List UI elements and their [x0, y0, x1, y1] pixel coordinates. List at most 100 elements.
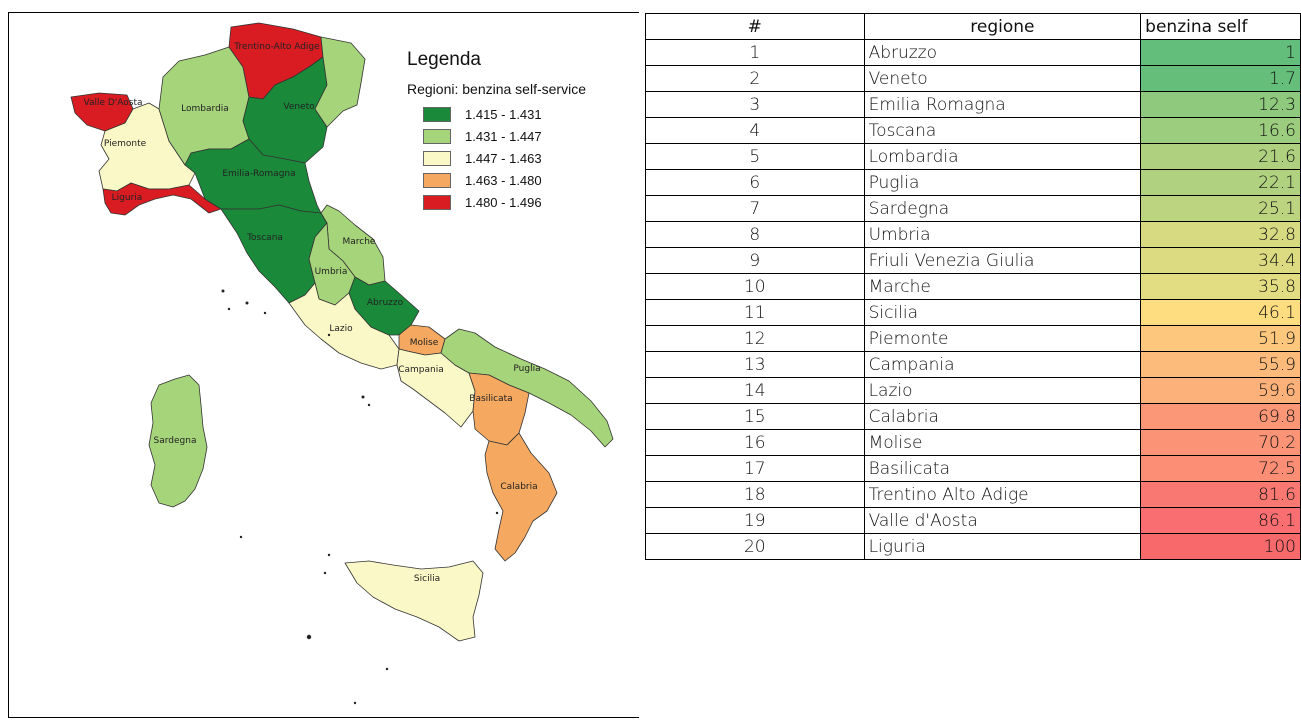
- value-cell: 55.9: [1140, 351, 1301, 378]
- value-cell: 1.7: [1140, 65, 1301, 92]
- map-panel: Valle D'Aosta Piemonte Lombardia Trentin…: [8, 12, 639, 718]
- value-cell: 86.1: [1140, 507, 1301, 534]
- rank-cell: 16: [645, 429, 865, 456]
- value-cell: 21.6: [1140, 143, 1301, 170]
- region-liguria[interactable]: [102, 182, 222, 216]
- region-cell: Trentino Alto Adige: [863, 481, 1142, 508]
- legend-swatch: [423, 106, 451, 122]
- label-sardegna: Sardegna: [154, 436, 197, 446]
- label-valle-d-aosta: Valle D'Aosta: [83, 98, 142, 108]
- label-molise: Molise: [410, 338, 439, 348]
- legend-item: 1.431 - 1.447: [407, 125, 643, 147]
- legend-swatch: [423, 128, 451, 144]
- value-cell: 46.1: [1140, 299, 1301, 326]
- region-sicilia[interactable]: [344, 560, 484, 642]
- value-cell: 35.8: [1140, 273, 1301, 300]
- region-cell: Molise: [863, 429, 1142, 456]
- value-cell: 34.4: [1140, 247, 1301, 274]
- value-cell: 51.9: [1140, 325, 1301, 352]
- value-cell: 16.6: [1140, 117, 1301, 144]
- legend-swatch: [423, 150, 451, 166]
- table-header-row: # regione benzina self: [645, 13, 1301, 40]
- islands: [221, 289, 499, 705]
- region-cell: Umbria: [863, 221, 1142, 248]
- label-puglia: Puglia: [513, 364, 540, 374]
- legend-item: 1.447 - 1.463: [407, 147, 643, 169]
- rank-cell: 2: [645, 65, 865, 92]
- rank-cell: 20: [645, 533, 865, 560]
- legend-swatch: [423, 194, 451, 210]
- label-campania: Campania: [398, 365, 444, 375]
- region-cell: Marche: [863, 273, 1142, 300]
- label-basilicata: Basilicata: [469, 394, 512, 404]
- label-toscana: Toscana: [246, 233, 283, 243]
- region-cell: Sardegna: [863, 195, 1142, 222]
- map-legend: Legenda Regioni: benzina self-service 1.…: [407, 49, 643, 213]
- value-cell: 100: [1140, 533, 1301, 560]
- legend-label: 1.415 - 1.431: [465, 106, 542, 122]
- italy-map: Valle D'Aosta Piemonte Lombardia Trentin…: [70, 22, 614, 705]
- legend-swatch: [423, 172, 451, 188]
- region-cell: Lazio: [863, 377, 1142, 404]
- region-labels: Valle D'Aosta Piemonte Lombardia Trentin…: [83, 42, 540, 584]
- legend-item: 1.415 - 1.431: [407, 103, 643, 125]
- legend-label: 1.463 - 1.480: [465, 172, 542, 188]
- label-emilia-romagna: Emilia-Romagna: [222, 169, 295, 179]
- region-cell: Liguria: [863, 533, 1142, 560]
- label-umbria: Umbria: [315, 267, 348, 277]
- rank-cell: 4: [645, 117, 865, 144]
- rank-cell: 1: [645, 39, 865, 66]
- header-rank: #: [645, 13, 865, 40]
- region-friuli[interactable]: [314, 36, 366, 128]
- label-veneto: Veneto: [283, 102, 315, 112]
- rank-cell: 14: [645, 377, 865, 404]
- value-cell: 1: [1140, 39, 1301, 66]
- rank-cell: 17: [645, 455, 865, 482]
- rank-cell: 15: [645, 403, 865, 430]
- region-calabria[interactable]: [484, 432, 558, 562]
- rank-cell: 3: [645, 91, 865, 118]
- value-cell: 32.8: [1140, 221, 1301, 248]
- rank-cell: 13: [645, 351, 865, 378]
- label-abruzzo: Abruzzo: [367, 298, 404, 308]
- region-cell: Sicilia: [863, 299, 1142, 326]
- value-cell: 70.2: [1140, 429, 1301, 456]
- region-cell: Emilia Romagna: [863, 91, 1142, 118]
- rank-cell: 8: [645, 221, 865, 248]
- label-sicilia: Sicilia: [414, 574, 440, 584]
- label-lombardia: Lombardia: [181, 104, 229, 114]
- header-region: regione: [863, 13, 1142, 40]
- region-sardegna[interactable]: [148, 374, 208, 508]
- legend-subtitle: Regioni: benzina self-service: [407, 81, 586, 97]
- label-lazio: Lazio: [329, 324, 353, 334]
- rank-cell: 18: [645, 481, 865, 508]
- label-piemonte: Piemonte: [104, 139, 147, 149]
- rank-cell: 7: [645, 195, 865, 222]
- region-cell: Valle d'Aosta: [863, 507, 1142, 534]
- rank-cell: 12: [645, 325, 865, 352]
- region-cell: Piemonte: [863, 325, 1142, 352]
- value-cell: 72.5: [1140, 455, 1301, 482]
- label-liguria: Liguria: [112, 193, 143, 203]
- region-cell: Puglia: [863, 169, 1142, 196]
- value-cell: 59.6: [1140, 377, 1301, 404]
- value-cell: 69.8: [1140, 403, 1301, 430]
- value-cell: 12.3: [1140, 91, 1301, 118]
